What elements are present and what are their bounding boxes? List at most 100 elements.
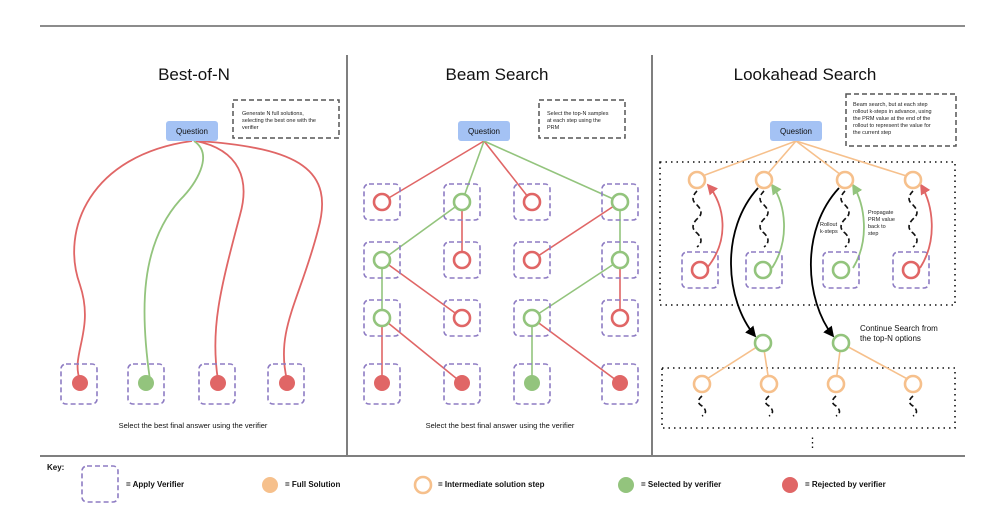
key-text: = Full Solution — [285, 480, 340, 489]
rollout-squiggle — [908, 395, 918, 417]
verifier-box — [513, 183, 551, 221]
key-text: = Selected by verifier — [641, 480, 721, 489]
beam-nodes — [372, 192, 630, 328]
continue-label: Continue Search from the top-N options — [860, 324, 940, 343]
rejected-step-node — [452, 250, 472, 270]
panel-caption: Select the best final answer using the v… — [119, 421, 268, 430]
edge-rejected — [381, 140, 485, 203]
key-text: = Intermediate solution step — [438, 480, 545, 489]
path-1 — [73, 140, 193, 381]
question-box — [166, 121, 218, 141]
intermediate-step-node — [835, 170, 855, 190]
rejected-step-node — [901, 260, 921, 280]
propagate-arrow — [852, 183, 865, 269]
verifier-box — [363, 183, 401, 221]
panel-beam-search: Beam Search Select the top-N samples at … — [363, 65, 639, 430]
verifier-box — [822, 251, 860, 289]
verifier-box — [363, 299, 401, 337]
continue-arrow — [730, 187, 759, 338]
rejected-icon — [782, 477, 798, 493]
edge-rejected — [381, 259, 463, 319]
beam-verifier-boxes — [363, 183, 639, 405]
edge-step — [795, 140, 914, 179]
edge-rejected — [531, 201, 621, 261]
rollout-squiggle — [697, 395, 707, 417]
edge-step — [701, 342, 764, 383]
selected-step-node — [831, 260, 851, 280]
intermediate-step-node — [754, 170, 774, 190]
selected-node — [524, 375, 540, 391]
note-box — [845, 93, 957, 147]
verifier-box — [60, 363, 98, 405]
continue-arrow — [809, 187, 840, 338]
edge-selected — [531, 259, 621, 319]
verifier-box — [601, 183, 639, 221]
verifier-box — [513, 241, 551, 279]
verifier-box — [601, 241, 639, 279]
note-text: Select the top-N samples at each step us… — [547, 111, 610, 131]
key-label: Key: — [47, 463, 64, 472]
panel-lookahead-search: Lookahead Search Beam search, but at eac… — [659, 65, 957, 450]
rejected-step-node — [522, 192, 542, 212]
verifier-box — [443, 363, 481, 405]
verifier-box — [513, 299, 551, 337]
verifier-box — [443, 183, 481, 221]
propagate-arrow — [706, 183, 724, 269]
verifier-box — [681, 251, 719, 289]
verifier-box — [443, 299, 481, 337]
dashed-box-icon — [81, 465, 119, 503]
verifier-box — [601, 299, 639, 337]
verifier-box — [127, 363, 165, 405]
question-label: Question — [468, 127, 500, 136]
lookahead-verifier-boxes — [681, 251, 930, 289]
question-box — [770, 121, 822, 141]
rejected-step-node — [522, 250, 542, 270]
selected-step-node — [452, 192, 472, 212]
intermediate-step-node — [692, 374, 712, 394]
key-legend: Key: = Apply Verifier = Full Solution = … — [47, 463, 886, 503]
note-text: Beam search, but at each step rollout k-… — [853, 102, 933, 136]
path-3 — [195, 140, 245, 381]
rejected-node — [72, 375, 88, 391]
propagate-arrow — [770, 183, 785, 269]
rollout-squiggle — [831, 395, 841, 417]
rejected-node — [612, 375, 628, 391]
panel-title: Lookahead Search — [734, 65, 877, 84]
propagate-arrow — [919, 183, 933, 269]
panel-title: Best-of-N — [158, 65, 230, 84]
selected-node — [138, 375, 154, 391]
rejected-node — [210, 375, 226, 391]
rollout-region — [659, 161, 956, 306]
selected-step-node — [372, 250, 392, 270]
selected-step-node — [753, 260, 773, 280]
question-label: Question — [780, 127, 812, 136]
intermediate-step-node — [903, 170, 923, 190]
rollout-squiggle — [759, 190, 769, 248]
verifier-box — [267, 363, 305, 405]
intermediate-step-node — [759, 374, 779, 394]
rejected-step-node — [372, 192, 392, 212]
selected-step-node — [610, 192, 630, 212]
path-4 — [197, 140, 323, 381]
note-text: Generate N full solutions, selecting the… — [242, 111, 318, 131]
intermediate-step-icon — [413, 475, 433, 495]
path-2 — [143, 140, 204, 381]
question-box — [458, 121, 510, 141]
verifier-box — [601, 363, 639, 405]
edge-step — [696, 140, 797, 179]
verifier-box — [892, 251, 930, 289]
note-box — [232, 99, 340, 139]
panel-caption: Select the best final answer using the v… — [426, 421, 575, 430]
verifier-box — [443, 241, 481, 279]
rollout-squiggle — [908, 190, 918, 248]
rejected-step-node — [610, 308, 630, 328]
edge-selected — [483, 140, 621, 203]
note-box — [538, 99, 626, 139]
panel-title: Beam Search — [446, 65, 549, 84]
panel-best-of-n: Best-of-N Generate N full solutions, sel… — [60, 65, 340, 430]
continue-node — [831, 333, 851, 353]
rollout-squiggle — [692, 190, 702, 248]
rollout-label: Rollout k-steps — [820, 222, 839, 235]
continue-node — [753, 333, 773, 353]
